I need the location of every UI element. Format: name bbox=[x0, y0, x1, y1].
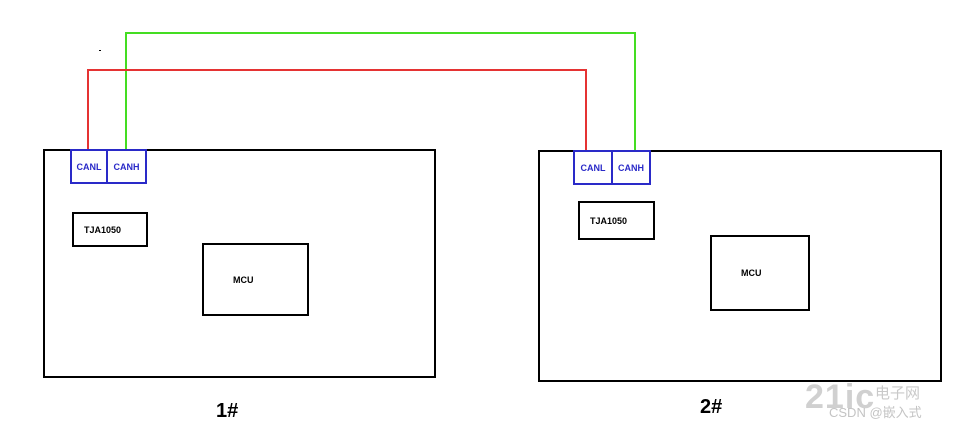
board-2-label: 2# bbox=[700, 396, 723, 418]
board-1-transceiver-label: TJA1050 bbox=[84, 224, 122, 235]
board-2-canl-port: CANL bbox=[573, 150, 613, 185]
board-2-transceiver-label: TJA1050 bbox=[590, 215, 628, 226]
canl-wire bbox=[87, 69, 587, 150]
stray-dot bbox=[99, 50, 101, 51]
board-2-transceiver: TJA1050 bbox=[578, 201, 655, 240]
board-2-canh-port: CANH bbox=[611, 150, 651, 185]
board-1-canh-label: CANH bbox=[113, 161, 140, 172]
canh-wire bbox=[125, 32, 636, 150]
board-2-canh-label: CANH bbox=[618, 162, 644, 173]
board-1-canl-port: CANL bbox=[70, 149, 108, 184]
board-1-mcu: MCU bbox=[202, 243, 309, 316]
board-2-canl-label: CANL bbox=[580, 162, 606, 173]
board-1-mcu-label: MCU bbox=[233, 274, 254, 285]
board-1-canh-port: CANH bbox=[106, 149, 147, 184]
board-2-mcu-label: MCU bbox=[741, 268, 762, 278]
board-1-transceiver: TJA1050 bbox=[72, 212, 148, 247]
board-2-mcu: MCU bbox=[710, 235, 810, 311]
board-1-label: 1# bbox=[216, 400, 239, 422]
board-1-canl-label: CANL bbox=[76, 161, 102, 172]
